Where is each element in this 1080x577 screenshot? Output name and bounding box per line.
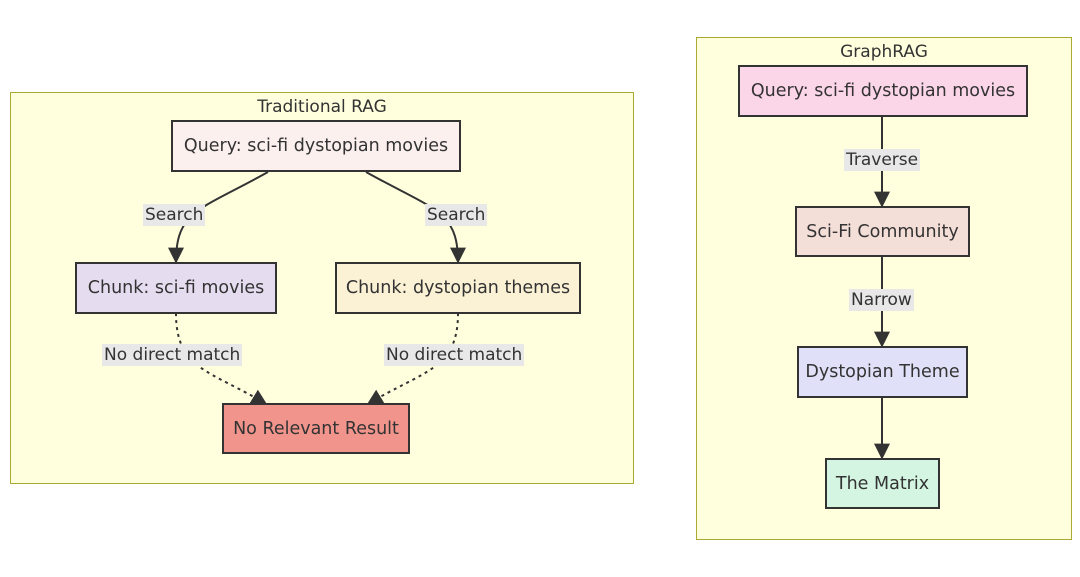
edge-label-traverse: Traverse bbox=[844, 149, 921, 171]
graph-query-node: Query: sci-fi dystopian movies bbox=[738, 65, 1028, 117]
traditional-rag-title: Traditional RAG bbox=[257, 97, 387, 117]
graphrag-title: GraphRAG bbox=[840, 42, 928, 62]
edge-label-narrow: Narrow bbox=[849, 289, 914, 311]
edge-label-nomatch-left: No direct match bbox=[102, 344, 243, 366]
dystopian-theme-node: Dystopian Theme bbox=[797, 346, 968, 398]
edge-label-search-left: Search bbox=[143, 204, 206, 226]
no-relevant-result-node: No Relevant Result bbox=[222, 403, 410, 454]
trad-query-node: Query: sci-fi dystopian movies bbox=[171, 120, 461, 172]
edge-label-nomatch-right: No direct match bbox=[384, 344, 525, 366]
chunk-dystopian-node: Chunk: dystopian themes bbox=[335, 262, 581, 314]
chunk-scifi-node: Chunk: sci-fi movies bbox=[75, 262, 277, 314]
scifi-community-node: Sci-Fi Community bbox=[795, 206, 970, 257]
edge-label-search-right: Search bbox=[425, 204, 488, 226]
the-matrix-node: The Matrix bbox=[825, 458, 940, 509]
